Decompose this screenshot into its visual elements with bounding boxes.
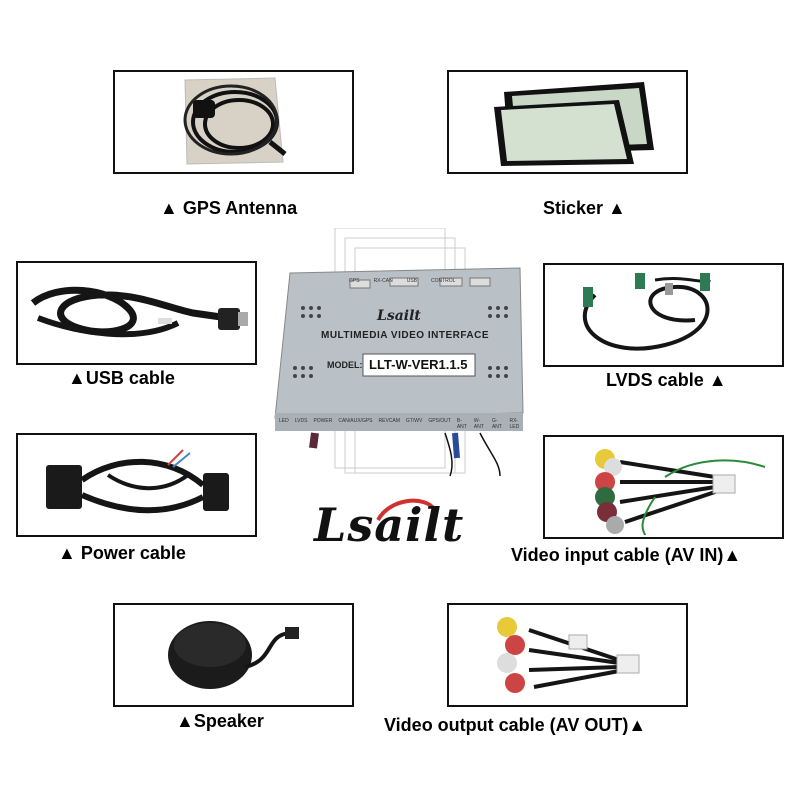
- video-input-cable-image: [595, 449, 766, 536]
- caption-lvds-cable: LVDS cable ▲: [606, 370, 727, 390]
- port-label: RX-CAN: [373, 278, 393, 284]
- port-label: LED: [279, 418, 289, 424]
- port-label: REVCAM: [378, 418, 400, 424]
- video-interface-device: Lsailt MULTIMEDIA VIDEO INTERFACE MODEL:…: [265, 227, 530, 478]
- caption-speaker: ▲Speaker: [176, 711, 264, 731]
- lvds-cable-photo: [543, 263, 784, 367]
- caption-video-output-cable: Video output cable (AV OUT)▲: [384, 715, 647, 735]
- device-bottom-ports: LED LVDS POWER CAN/AUX/GPS REVCAM GT/WV …: [279, 418, 523, 430]
- video-input-cable-photo: [543, 435, 784, 539]
- speaker-image: [168, 621, 299, 689]
- power-cable-photo: [16, 433, 257, 537]
- device-model-label: MODEL:: [327, 360, 363, 370]
- device-top-ports: GPS RX-CAN USB CONTROL: [349, 278, 499, 288]
- brand-logo: Lsailt: [310, 490, 490, 560]
- video-output-cable-photo: [447, 603, 688, 707]
- port-label: CONTROL: [431, 278, 456, 284]
- brand-logo-swoosh: [376, 498, 437, 522]
- port-label: B-ANT: [456, 418, 467, 430]
- device-model: LLT-W-VER1.1.5: [369, 357, 468, 372]
- lvds-cable-image: [582, 273, 712, 351]
- sticker-image: [494, 82, 654, 166]
- port-label: GPS/OUT: [428, 418, 451, 424]
- port-label: RX-LED: [509, 418, 520, 430]
- device-brand: Lsailt: [377, 308, 421, 324]
- port-label: W-ANT: [473, 418, 484, 430]
- video-output-cable-image: [497, 617, 640, 693]
- caption-gps-antenna: ▲ GPS Antenna: [160, 198, 298, 218]
- caption-usb-cable: ▲USB cable: [68, 368, 175, 388]
- caption-power-cable: ▲ Power cable: [58, 543, 186, 563]
- caption-video-input-cable: Video input cable (AV IN)▲: [511, 545, 742, 565]
- device-title: MULTIMEDIA VIDEO INTERFACE: [321, 330, 489, 341]
- port-label: GT/WV: [405, 418, 423, 424]
- caption-sticker: Sticker ▲: [543, 198, 626, 218]
- usb-cable-photo: [16, 261, 257, 365]
- power-cable-image: [46, 449, 229, 514]
- brand-logo-text: Lsailt: [314, 498, 465, 552]
- gps-antenna-photo: [113, 70, 354, 174]
- sticker-photo: [447, 70, 688, 174]
- port-label: LVDS: [294, 418, 308, 424]
- device-image: [274, 227, 524, 477]
- port-label: G-ANT: [491, 418, 502, 430]
- gps-antenna-image: [183, 77, 287, 165]
- speaker-photo: [113, 603, 354, 707]
- usb-cable-image: [30, 286, 248, 338]
- port-label: POWER: [313, 418, 333, 424]
- port-label: GPS: [349, 278, 360, 284]
- port-label: CAN/AUX/GPS: [338, 418, 373, 424]
- port-label: USB: [406, 278, 418, 284]
